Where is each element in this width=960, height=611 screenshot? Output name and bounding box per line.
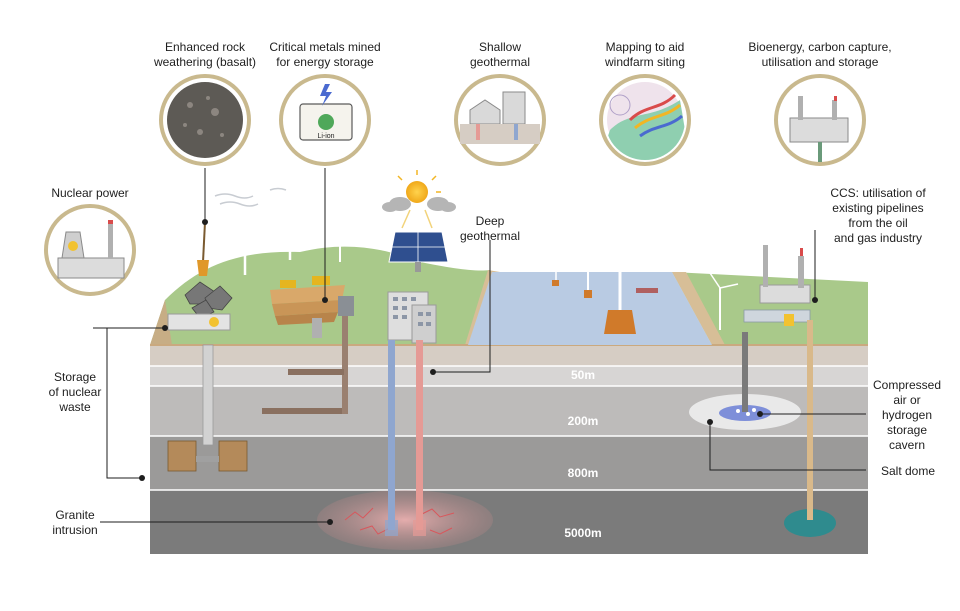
deep-reservoir xyxy=(784,509,836,537)
callout-windfarm-mapping xyxy=(599,74,691,166)
depth-800m: 800m xyxy=(567,466,599,480)
ship xyxy=(636,288,658,293)
callout-nuclear-power xyxy=(44,204,136,296)
label-salt-dome: Salt dome xyxy=(880,464,936,478)
open-pit-mine xyxy=(270,276,345,325)
depth-5000m: 5000m xyxy=(564,526,602,540)
depth-200m: 200m xyxy=(567,414,599,428)
injection-well xyxy=(742,332,748,412)
rock-strata xyxy=(150,345,868,554)
apartment-buildings xyxy=(387,291,437,344)
mine-shaft xyxy=(262,296,354,414)
label-beccs: Bioenergy, carbon capture,utilisation an… xyxy=(748,40,892,69)
wind-lines-icon xyxy=(214,187,287,207)
shovel-icon xyxy=(197,221,209,276)
offshore-wind-turbines xyxy=(549,189,637,310)
leader-lines xyxy=(93,168,866,523)
sun-icon xyxy=(406,181,428,203)
nuclear-waste-repository xyxy=(167,313,248,472)
label-nuclear-power: Nuclear power xyxy=(51,186,129,200)
turbine-foundations xyxy=(552,280,636,334)
leader-dots xyxy=(139,219,818,525)
granite-fractures xyxy=(344,507,455,535)
battery-label: Li-ion xyxy=(317,133,334,140)
callout-critical-metals xyxy=(279,74,371,166)
industrial-plant xyxy=(743,245,811,326)
granite-intrusion xyxy=(317,490,493,550)
onshore-wind-turbines xyxy=(231,193,357,275)
sea xyxy=(468,272,712,345)
callout-shallow-geothermal xyxy=(454,74,546,166)
layer-top xyxy=(150,345,868,366)
layer-50m xyxy=(150,366,868,386)
cloud-icon xyxy=(382,197,456,212)
callout-beccs xyxy=(774,74,866,166)
storage-cavern xyxy=(719,405,771,421)
solar-panel-icon xyxy=(388,209,449,272)
layer-800m xyxy=(150,436,868,490)
ccs-wind-turbine xyxy=(707,269,739,330)
deep-pipeline xyxy=(807,320,813,520)
callout-rock-weathering xyxy=(159,74,251,166)
sun-rays-icon xyxy=(397,170,441,193)
deep-geothermal-pipes xyxy=(385,340,426,536)
depth-50m: 50m xyxy=(570,368,596,382)
